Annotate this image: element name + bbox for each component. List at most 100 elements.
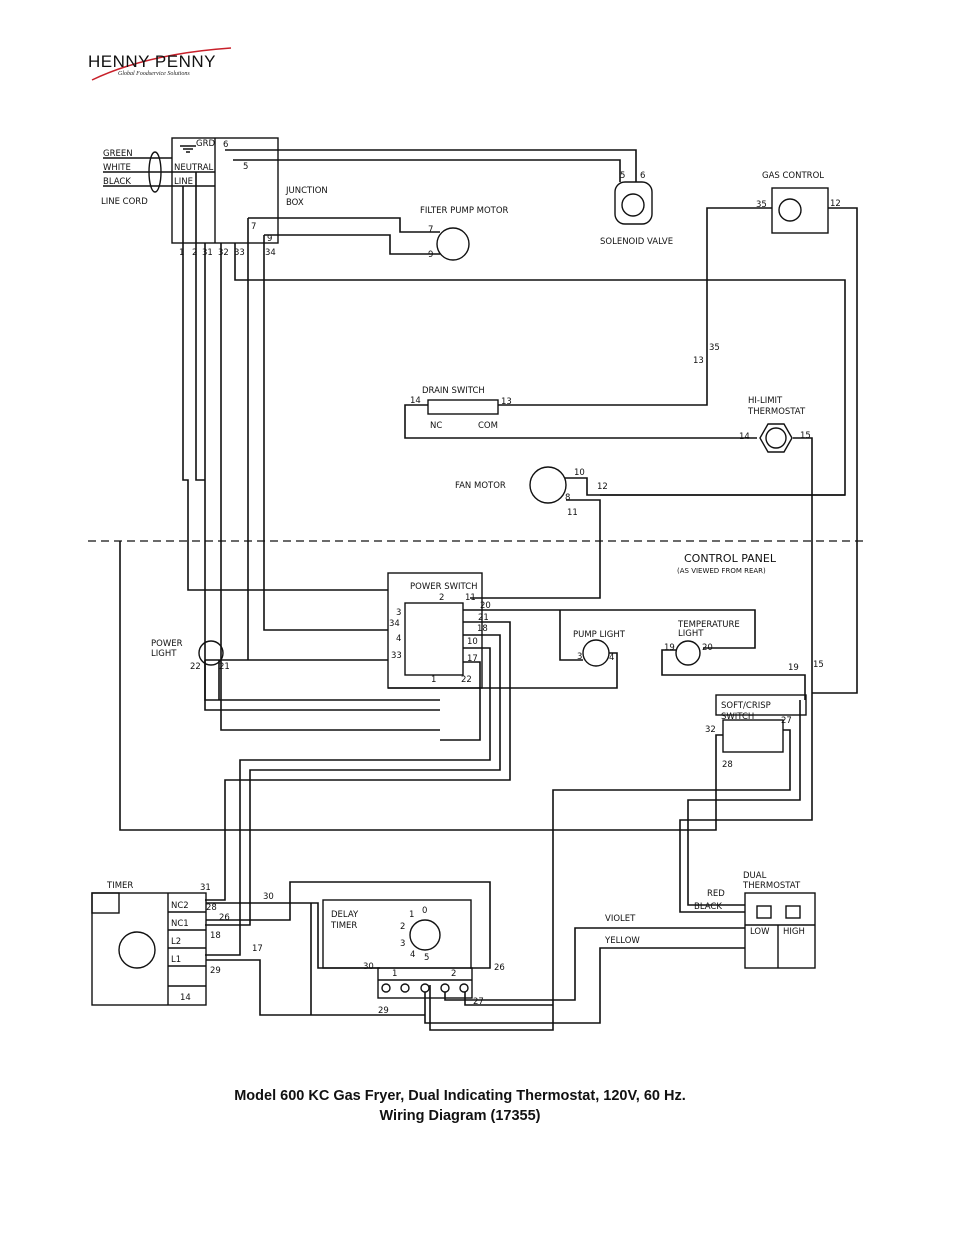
ps-terminal-21: 21	[478, 613, 489, 623]
label-black: BLACK	[103, 177, 131, 187]
terminal-34: 34	[265, 248, 276, 258]
tm-l1: L1	[171, 955, 181, 965]
label-line-cord: LINE CORD	[101, 197, 148, 207]
wire-19: 19	[788, 663, 799, 673]
pl-terminal-4: 4	[609, 653, 614, 663]
dt-terminal-30: 30	[363, 962, 374, 972]
label-junction: JUNCTION	[285, 186, 328, 196]
label-black-wire: BLACK	[694, 902, 722, 912]
sv-terminal-5: 5	[620, 171, 625, 181]
sc-terminal-28: 28	[722, 760, 733, 770]
tm-terminal-26: 26	[219, 913, 230, 923]
tm-terminal-31: 31	[200, 883, 211, 893]
terminal-1: 1	[179, 248, 184, 258]
terminal-32: 32	[218, 248, 229, 258]
terminal-5: 5	[243, 162, 248, 172]
dt-terminal-2: 2	[451, 969, 456, 979]
label-thermostat: THERMOSTAT	[747, 407, 806, 417]
hl-terminal-15: 15	[800, 431, 811, 441]
terminal-6: 6	[223, 140, 228, 150]
tm-terminal-30: 30	[263, 892, 274, 902]
hi-limit-thermostat	[759, 423, 793, 453]
timer	[91, 892, 207, 1006]
fpm-terminal-9: 9	[428, 250, 433, 260]
pl-terminal-3: 3	[577, 652, 582, 662]
label-delay: DELAY	[331, 910, 359, 920]
label-solenoid-valve: SOLENOID VALVE	[600, 237, 673, 247]
label-gas-control: GAS CONTROL	[762, 171, 824, 181]
tm-nc1: NC1	[171, 919, 189, 929]
ps-terminal-2: 2	[439, 593, 444, 603]
label-drain-switch: DRAIN SWITCH	[422, 386, 485, 396]
ps-terminal-1: 1	[431, 675, 436, 685]
fpm-terminal-7: 7	[428, 225, 433, 235]
ps-terminal-11: 11	[465, 593, 476, 603]
label-red: RED	[707, 889, 725, 899]
label-delay-timer: TIMER	[330, 921, 357, 931]
label-nc: NC	[430, 421, 442, 431]
label-white: WHITE	[103, 163, 131, 173]
tm-terminal-28: 28	[206, 903, 217, 913]
label-temperature: TEMPERATURE	[677, 620, 740, 630]
label-dual: DUAL	[743, 871, 767, 881]
caption-subtitle: Wiring Diagram (17355)	[379, 1108, 541, 1124]
dial-1: 1	[409, 910, 414, 920]
terminal-7: 7	[251, 222, 256, 232]
wire-35: 35	[709, 343, 720, 353]
ps-terminal-18: 18	[477, 624, 488, 634]
ds-terminal-14: 14	[410, 396, 421, 406]
ps-terminal-22: 22	[461, 675, 472, 685]
terminal-2: 2	[192, 248, 197, 258]
pwl-terminal-21: 21	[219, 662, 230, 672]
dt-terminal-26: 26	[494, 963, 505, 973]
label-power-switch: POWER SWITCH	[410, 582, 478, 592]
wire-13: 13	[693, 356, 704, 366]
logo-tagline: Global Foodservice Solutions	[118, 71, 190, 77]
label-green: GREEN	[103, 149, 133, 159]
label-switch: SWITCH	[721, 712, 754, 722]
tl-terminal-19: 19	[664, 643, 675, 653]
pwl-terminal-22: 22	[190, 662, 201, 672]
tm-terminal-29: 29	[210, 966, 221, 976]
terminal-31: 31	[202, 248, 213, 258]
logo-brand: HENNY PENNY	[88, 52, 216, 71]
label-neutral: NEUTRAL	[174, 163, 214, 173]
tl-terminal-20: 20	[702, 643, 713, 653]
pump-light	[582, 639, 610, 667]
tm-terminal-18: 18	[210, 931, 221, 941]
label-line: LINE	[174, 177, 193, 187]
ps-terminal-33: 33	[391, 651, 402, 661]
gc-terminal-12: 12	[830, 199, 841, 209]
fm-terminal-8: 8	[565, 493, 570, 503]
label-control-panel: CONTROL PANEL	[684, 552, 777, 565]
label-grd: GRD	[196, 139, 215, 149]
ds-terminal-13: 13	[501, 397, 512, 407]
figure-caption: Model 600 KC Gas Fryer, Dual Indicating …	[0, 1086, 920, 1126]
dial-3: 3	[400, 939, 405, 949]
wire-15: 15	[813, 660, 824, 670]
soft-crisp-switch	[722, 719, 784, 753]
sc-terminal-32: 32	[705, 725, 716, 735]
label-soft-crisp: SOFT/CRISP	[721, 701, 771, 711]
fm-terminal-12: 12	[597, 482, 608, 492]
label-dual-thermostat: THERMOSTAT	[742, 881, 801, 891]
label-high: HIGH	[783, 927, 805, 937]
sc-terminal-27: 27	[781, 716, 792, 726]
dual-thermostat	[744, 892, 816, 969]
dt-terminal-27: 27	[473, 997, 484, 1007]
label-as-viewed: (AS VIEWED FROM REAR)	[677, 567, 766, 575]
dt-terminal-1: 1	[392, 969, 397, 979]
wires	[88, 137, 868, 1031]
label-timer: TIMER	[106, 881, 133, 891]
dial-5: 5	[424, 953, 429, 963]
junction-box	[171, 137, 279, 244]
ps-terminal-4: 4	[396, 634, 401, 644]
tm-nc2: NC2	[171, 901, 189, 911]
gc-terminal-35: 35	[756, 200, 767, 210]
dt-terminal-29: 29	[378, 1006, 389, 1016]
fm-terminal-10: 10	[574, 468, 585, 478]
label-com: COM	[478, 421, 498, 431]
ps-terminal-17: 17	[467, 654, 478, 664]
dial-4: 4	[410, 950, 415, 960]
